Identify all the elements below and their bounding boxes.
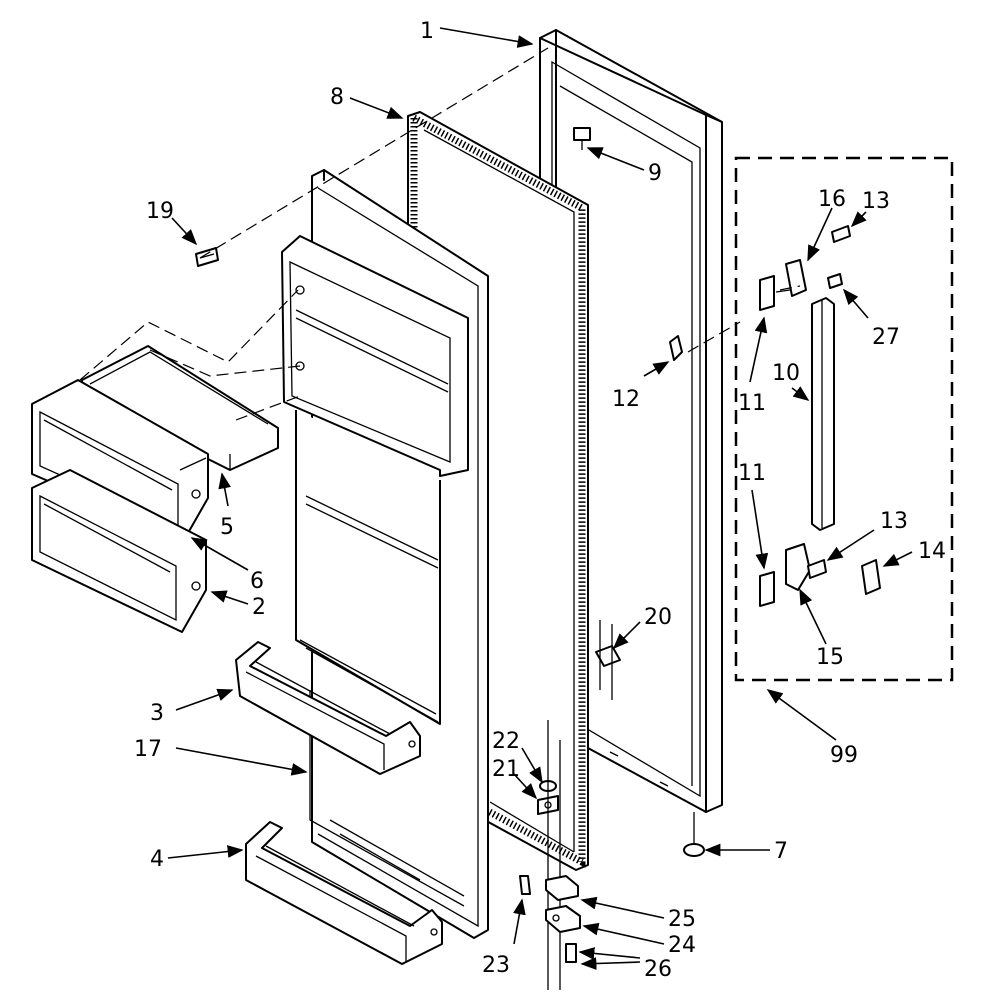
callout-21: 21 (492, 757, 520, 782)
callout-22: 22 (492, 729, 520, 754)
clip-12 (669, 335, 683, 361)
hinge-plate-25 (545, 875, 579, 901)
door-liner (281, 169, 489, 939)
callout-14: 14 (918, 539, 946, 564)
callout-1: 1 (420, 19, 434, 44)
door-shelf-upper (235, 641, 421, 775)
callout-12: 12 (612, 387, 640, 412)
callout-15: 15 (816, 645, 844, 670)
callout-26: 26 (644, 957, 672, 982)
leveler-7 (683, 812, 705, 857)
callout-13-top: 13 (862, 189, 890, 214)
callout-3: 3 (150, 701, 164, 726)
handle-kit-frame (734, 156, 954, 682)
hinge-24 (545, 905, 581, 933)
callout-24: 24 (668, 933, 696, 958)
callout-4: 4 (150, 847, 164, 872)
callout-19: 19 (146, 199, 174, 224)
callout-7: 7 (774, 839, 788, 864)
screw-26 (565, 943, 577, 963)
door-shelf-lower (245, 821, 443, 965)
callout-2: 2 (252, 595, 266, 620)
callout-23: 23 (482, 953, 510, 978)
hinge-pin-line (547, 720, 561, 990)
handle-kit-parts (759, 225, 881, 607)
plug-9 (573, 127, 591, 150)
callout-17: 17 (134, 737, 162, 762)
leader-arrows (167, 27, 913, 970)
callout-6: 6 (250, 569, 264, 594)
callout-20: 20 (644, 605, 672, 630)
callout-99: 99 (830, 743, 858, 768)
callout-10: 10 (772, 361, 800, 386)
callouts: 1 8 9 19 16 13 27 12 11 10 5 6 2 11 13 1… (134, 19, 946, 982)
callout-27: 27 (872, 325, 900, 350)
screw-23 (519, 875, 531, 895)
shelf-bin-lower (31, 469, 207, 633)
callout-13-bottom: 13 (880, 509, 908, 534)
callout-9: 9 (648, 161, 662, 186)
assembly-lines (79, 47, 801, 421)
callout-8: 8 (330, 85, 344, 110)
screw-19 (195, 247, 219, 267)
callout-5: 5 (220, 515, 234, 540)
callout-11-top: 11 (738, 391, 766, 416)
callout-11-bottom: 11 (738, 461, 766, 486)
callout-16: 16 (818, 187, 846, 212)
stop-20 (595, 620, 621, 700)
callout-25: 25 (668, 907, 696, 932)
